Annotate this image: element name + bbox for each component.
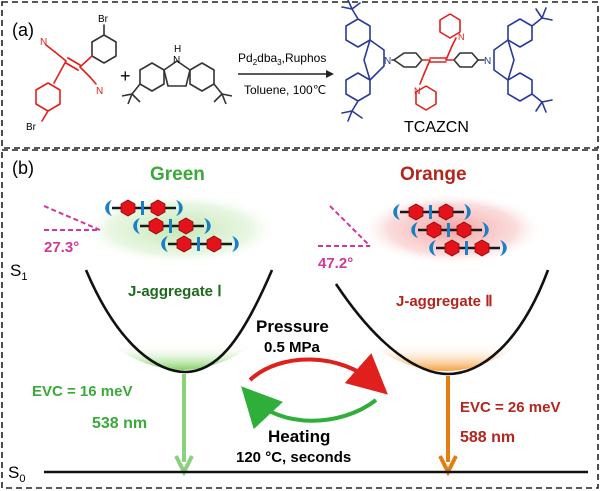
product-tcazcn: N N N N xyxy=(341,0,553,122)
plus-sign: + xyxy=(120,66,131,86)
reagent-dba: dba xyxy=(257,51,277,65)
bromo-label-bottom: Br xyxy=(26,122,37,133)
aggregate-label-right: J-aggregate Ⅱ xyxy=(396,293,493,310)
s0-label: S0 xyxy=(8,463,25,485)
reaction-conditions: Pd2dba3,Ruphos Toluene, 100℃ xyxy=(238,51,334,97)
s1-potential-right xyxy=(334,269,550,376)
svg-text:Pd2dba3,Ruphos: Pd2dba3,Ruphos xyxy=(238,51,326,67)
carbazole-n: N xyxy=(173,55,180,66)
wavelength-left: 538 nm xyxy=(92,415,147,432)
reagent-sub-2: 3 xyxy=(277,58,282,67)
title-orange: Orange xyxy=(400,164,467,185)
evc-right: EVC = 26 meV xyxy=(460,399,560,416)
bromo-label-top: Br xyxy=(98,14,109,25)
wavelength-right: 588 nm xyxy=(460,429,515,446)
heating-value: 120 °C, seconds xyxy=(236,449,351,466)
reactant-carbazole xyxy=(121,60,233,105)
heating-label: Heating xyxy=(268,427,330,446)
product-name: TCAZCN xyxy=(404,119,469,136)
angle-indicator-right xyxy=(318,205,371,247)
cyano-n-left: N xyxy=(40,37,47,48)
evc-left: EVC = 16 meV xyxy=(32,383,132,400)
product-n-right: N xyxy=(484,56,491,67)
reagent-pd: Pd xyxy=(238,51,253,65)
green-well-fill xyxy=(110,344,254,370)
panel-b-label: (b) xyxy=(12,158,34,178)
reaction-temp: Toluene, 100℃ xyxy=(244,83,326,97)
pressure-value: 0.5 MPa xyxy=(264,339,321,356)
angle-indicator-left xyxy=(43,205,101,231)
j-aggregate-stack-left xyxy=(105,199,239,253)
carbazole-h: H xyxy=(174,44,181,55)
j-aggregate-stack-right xyxy=(393,203,507,257)
angle-label-left: 27.3° xyxy=(44,239,79,256)
panel-a-label: (a) xyxy=(12,20,34,40)
product-cyano-n-2: N xyxy=(458,32,465,42)
reagent-ligand: ,Ruphos xyxy=(282,51,327,65)
heating-arrow xyxy=(241,386,378,430)
reaction-arrowhead xyxy=(326,70,334,78)
cyano-n-right: N xyxy=(96,86,103,97)
title-green: Green xyxy=(150,164,205,185)
reagent-sub-1: 2 xyxy=(253,58,258,67)
product-cyano-n-1: N xyxy=(414,86,421,96)
pressure-arrow xyxy=(248,353,388,395)
panel-b-frame xyxy=(1,149,599,489)
s1-potential-left xyxy=(84,269,274,374)
s1-label: S1 xyxy=(10,261,27,283)
reactant-dibromo-dicyano: Br Br N N xyxy=(26,14,117,133)
product-n-left: N xyxy=(384,56,391,67)
pressure-label: Pressure xyxy=(256,317,329,336)
aggregate-label-left: J-aggregate Ⅰ xyxy=(128,283,222,300)
angle-label-right: 47.2° xyxy=(318,255,353,272)
panel-a-frame xyxy=(1,1,599,149)
